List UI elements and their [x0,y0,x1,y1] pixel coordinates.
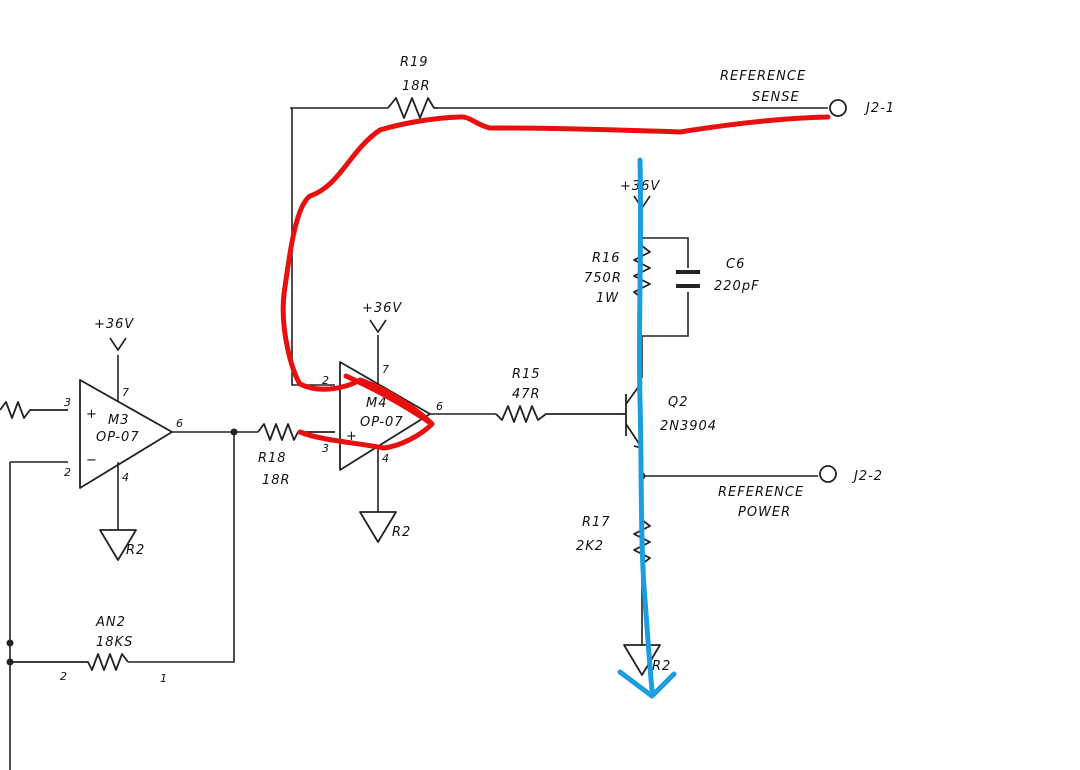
m3-ground-symbol [99,529,137,561]
r17-ref: R17 [582,515,611,530]
an2-ref: AN2 [95,615,126,630]
resistor-r15: R15 47R [495,367,618,423]
m3-pin-2: 2 [64,466,71,479]
resistor-r17: R17 2K2 [576,515,651,645]
r18-value: 18R [262,473,291,488]
m4-pin-4: 4 [382,452,389,465]
r18-ref: R18 [258,451,287,466]
j2-1-ref: J2-1 [863,101,895,116]
m4-supply-label: +36V [362,301,402,316]
an2-pin-1: 1 [160,672,167,685]
m3-plus: + [86,407,98,422]
c6-value: 220pF [714,279,760,294]
r19-ref: R19 [400,55,429,70]
r15-value: 47R [512,387,541,402]
r15-ref: R15 [512,367,541,382]
m3-pin-7: 7 [122,386,129,399]
left-input-wires: 3 [0,396,71,770]
q2-network: +36V [620,179,689,378]
r16-power: 1W [596,291,619,306]
m3-pin-4: 4 [122,471,129,484]
junction-left-1 [6,639,14,647]
m4-plus: + [346,429,358,444]
r17-value: 2K2 [576,539,604,554]
j2-2-ref: J2-2 [851,469,883,484]
an2-pin-2: 2 [60,670,67,683]
j2-2-name-2: POWER [738,505,791,520]
m3-part: OP-07 [96,430,140,445]
m4-pin-7: 7 [382,363,389,376]
c6-ref: C6 [726,257,745,272]
connector-j2-1: J2-1 REFERENCE SENSE [720,69,895,117]
m3-ground-label: R2 [126,543,145,558]
r16-value: 750R [584,271,622,286]
opamp-m4: 2 3 + M4 OP-07 +36V 7 4 R2 6 [322,301,496,543]
resistor-r18: R18 18R [257,423,335,488]
m4-ground-label: R2 [392,525,411,540]
m4-ref: M4 [366,396,388,411]
q2-ref: Q2 [668,395,689,410]
blue-current-arrow [617,157,677,699]
j2-1-name: REFERENCE [720,69,806,84]
red-signal-path [280,114,831,451]
m4-pin-3: 3 [322,442,329,455]
m3-minus: − [86,453,98,468]
resistor-an2: AN2 18KS 2 1 [10,432,235,685]
r16-ref: R16 [592,251,621,266]
transistor-q2: Q2 2N3904 [618,381,717,449]
q2-part: 2N3904 [660,419,717,434]
resistor-r19: R19 18R [387,55,438,119]
m4-part: OP-07 [360,415,404,430]
m4-ground-symbol [359,511,397,543]
j2-2-name: REFERENCE [718,485,804,500]
j2-1-name-2: SENSE [752,90,800,105]
an2-value: 18KS [96,635,133,650]
resistor-r16: R16 750R 1W [584,245,651,306]
r19-value: 18R [402,79,431,94]
m4-pin-2: 2 [322,374,329,387]
m3-ref: M3 [108,413,130,428]
m4-pin-6: 6 [436,400,443,413]
connector-j2-2: J2-2 REFERENCE POWER [718,465,883,520]
capacitor-c6: C6 220pF [676,257,760,294]
feedback-wires [290,107,828,386]
m3-pin-6: 6 [176,417,183,430]
q2-ground-label: R2 [652,659,671,674]
m3-pin-3: 3 [64,396,71,409]
m3-supply-label: +36V [94,317,134,332]
opamp-m3: + − M3 OP-07 2 +36V 7 4 R2 6 [64,317,258,561]
